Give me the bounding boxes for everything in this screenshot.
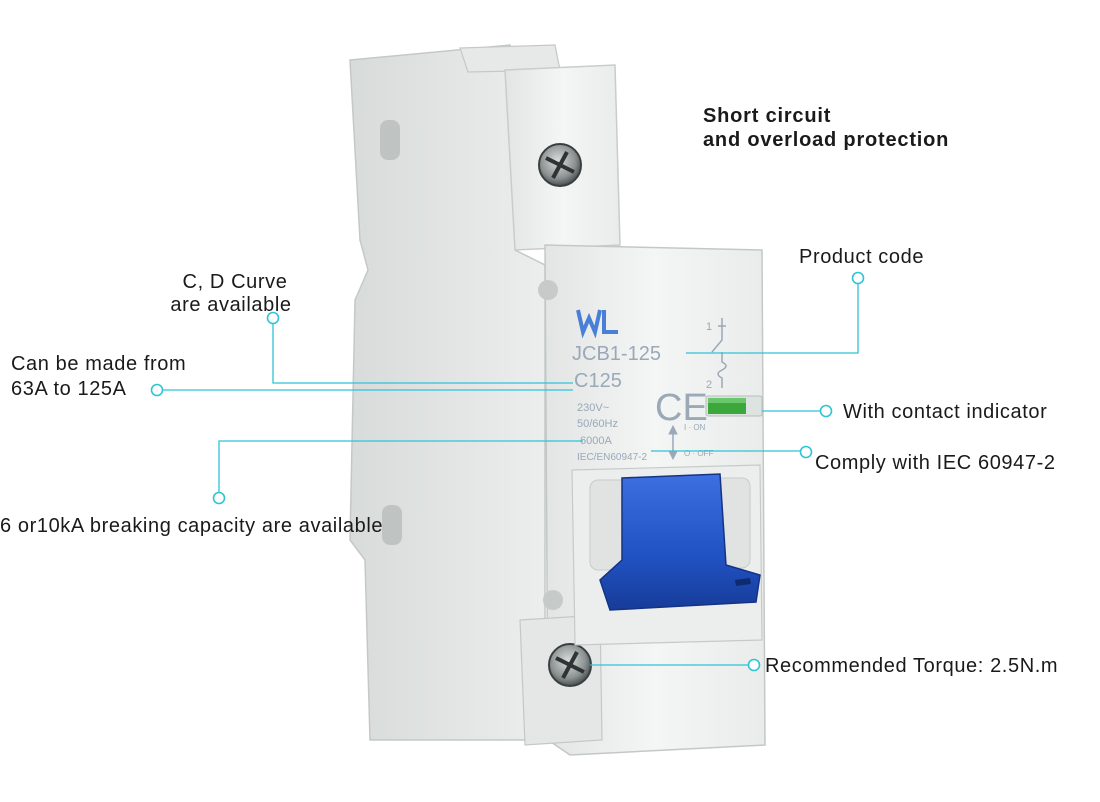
curve-label-line1: C, D Curve <box>182 271 288 293</box>
curve-label-line2: are available <box>170 294 292 316</box>
current-label-line2: 63A to 125A <box>11 378 127 400</box>
toggle-lever[interactable] <box>571 464 763 646</box>
ce-mark: CE <box>655 387 708 429</box>
side-hole <box>380 120 400 160</box>
top-terminal-screw-icon <box>538 143 582 187</box>
rating-code: C125 <box>574 370 622 392</box>
protection-label-line2: and overload protection <box>703 129 950 151</box>
contact-indicator-window <box>705 395 763 417</box>
protection-label-line1: Short circuit <box>703 105 832 127</box>
on-label: I · ON <box>684 423 706 432</box>
dot-standard <box>799 445 813 459</box>
standard-text: IEC/EN60947-2 <box>577 452 647 463</box>
dot-curve <box>266 311 280 325</box>
brand-logo: WL <box>576 309 618 339</box>
mount-hole <box>538 280 558 300</box>
product-code-label: Product code <box>799 246 925 268</box>
mount-hole <box>543 590 563 610</box>
breaking-capacity-label: 6 or10kA breaking capacity are available <box>0 515 384 537</box>
standard-label: Comply with IEC 60947-2 <box>815 452 1056 474</box>
dot-breaking <box>212 491 226 505</box>
contact-indicator-label: With contact indicator <box>843 401 1048 423</box>
terminal-2-label: 2 <box>706 379 712 391</box>
voltage-text: 230V~ <box>577 402 609 414</box>
current-label-line1: Can be made from <box>11 353 187 375</box>
on-off-arrow-icon <box>668 424 678 461</box>
callout-lines <box>163 278 859 666</box>
callout-breaking <box>218 440 583 493</box>
capacity-text: 6000A <box>580 435 612 447</box>
bottom-terminal-screw-icon <box>548 643 592 687</box>
model-code: JCB1-125 <box>572 343 661 365</box>
schematic-symbol-icon <box>711 318 727 388</box>
dot-contact-indicator <box>819 404 833 418</box>
side-hole <box>382 505 402 545</box>
off-label: O · OFF <box>684 449 713 458</box>
dot-torque <box>747 658 761 672</box>
dot-product-code <box>851 271 865 285</box>
callout-dots <box>150 271 865 672</box>
frequency-text: 50/60Hz <box>577 418 618 430</box>
terminal-1-label: 1 <box>706 321 712 333</box>
torque-label: Recommended Torque: 2.5N.m <box>765 655 1059 677</box>
callout-product-code <box>686 278 859 354</box>
callout-curve <box>272 320 573 384</box>
dot-current <box>150 383 164 397</box>
